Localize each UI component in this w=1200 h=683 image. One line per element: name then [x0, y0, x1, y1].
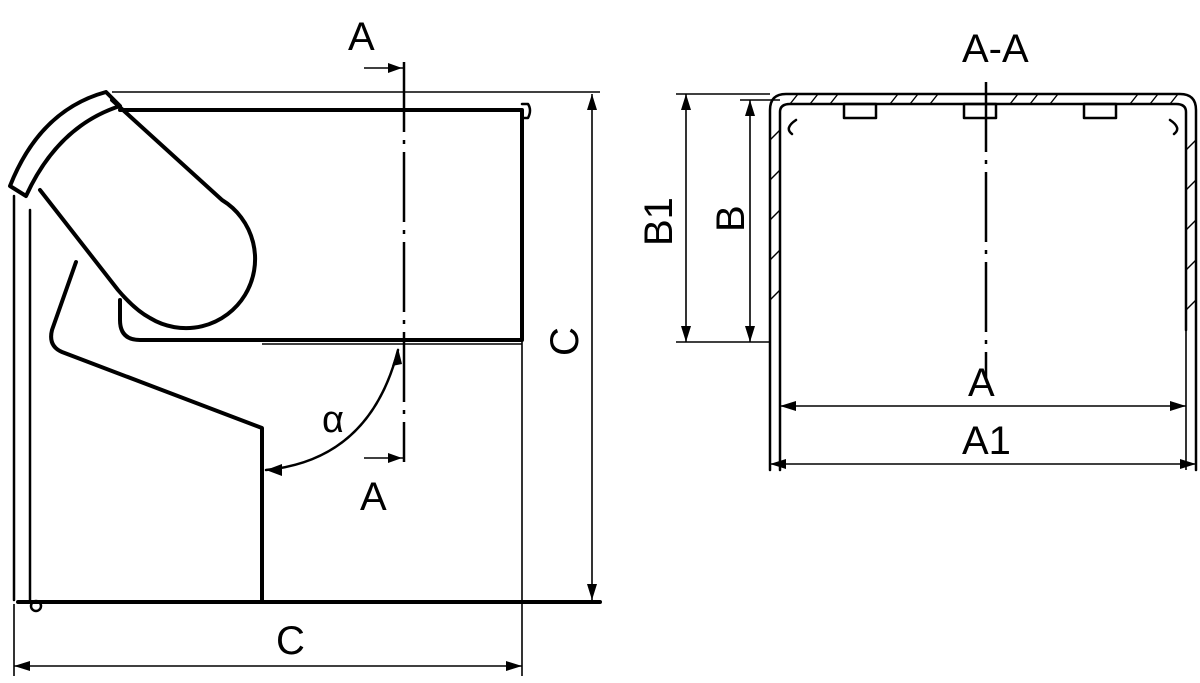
hook-left	[787, 118, 798, 136]
section-mark-bottom: A	[360, 475, 387, 519]
dim-b-label: B	[709, 205, 753, 232]
dim-b-arrow-top	[745, 100, 755, 116]
dim-a1-label: A1	[962, 419, 1011, 463]
bottom-left-foot	[29, 599, 43, 613]
dim-width-label: C	[276, 619, 305, 663]
dim-height-arrow-bottom	[587, 584, 597, 600]
dim-b1-label: B1	[637, 197, 681, 246]
side-view: A A α C C	[8, 15, 602, 676]
dim-width-arrow-right	[506, 661, 522, 671]
dim-b1-arrow-top	[681, 94, 691, 110]
wall-hatching	[769, 129, 1197, 311]
section-arrow-bottom	[388, 453, 402, 463]
dim-a-arrow-right	[1170, 401, 1186, 411]
dim-a-label: A	[968, 361, 995, 405]
inner-profile	[778, 102, 1188, 472]
dim-a1-arrow-right	[1180, 459, 1196, 469]
angle-label: α	[322, 399, 344, 441]
dim-a-arrow-left	[780, 401, 796, 411]
clip-left	[842, 102, 878, 120]
curved-rim	[8, 90, 122, 198]
inner-channel	[49, 260, 264, 604]
section-arrow-top	[388, 63, 402, 73]
dim-b-arrow-bottom	[745, 326, 755, 342]
outer-profile	[768, 92, 1198, 472]
section-mark-top: A	[348, 15, 375, 59]
top-right-hook	[520, 102, 532, 120]
top-hatching	[789, 93, 1179, 105]
dim-b1-arrow-bottom	[681, 326, 691, 342]
angle-arc	[264, 348, 400, 472]
upper-body-outline	[118, 108, 524, 342]
angle-arrow-left	[266, 464, 282, 476]
clip-right	[1082, 102, 1118, 120]
dim-width-arrow-left	[14, 661, 30, 671]
clip-center	[962, 102, 998, 120]
section-view: A-A	[637, 27, 1198, 472]
dim-height-label: C	[543, 327, 587, 356]
hook-right	[1168, 118, 1179, 136]
dim-a1-arrow-left	[770, 459, 786, 469]
dim-height-arrow-top	[587, 94, 597, 110]
angle-arrow-top	[392, 348, 402, 366]
section-title: A-A	[962, 27, 1029, 71]
tilted-nozzle	[38, 98, 258, 331]
